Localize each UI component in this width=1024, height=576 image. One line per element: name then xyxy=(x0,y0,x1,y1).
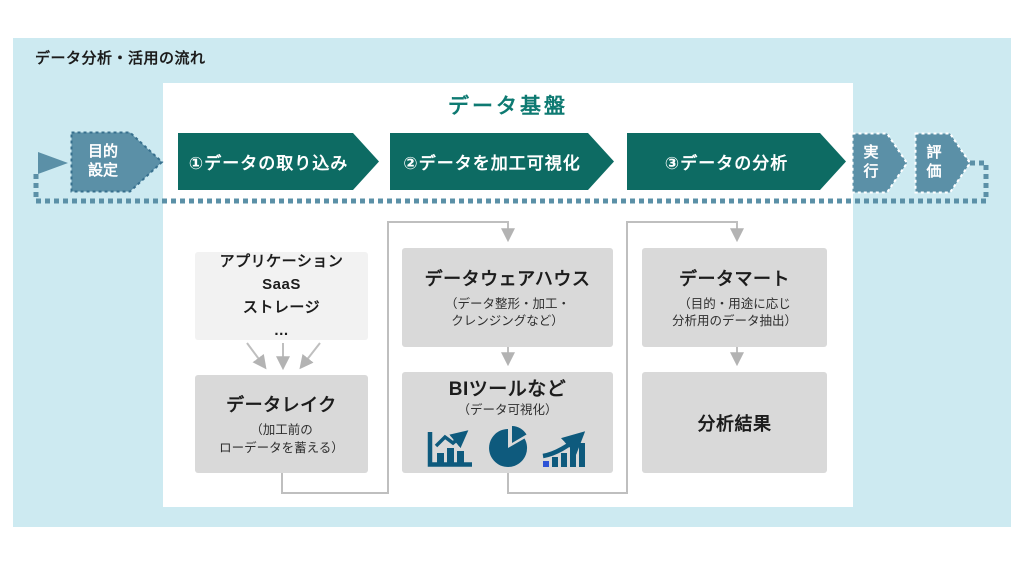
data-sources-box: アプリケーション SaaS ストレージ … xyxy=(195,252,368,340)
goal-setting-chevron: 目的 設定 xyxy=(70,131,165,198)
bi-chart-icons xyxy=(425,425,591,469)
pie-chart-icon xyxy=(488,426,527,468)
bi-tools-box: BIツールなど （データ可視化） xyxy=(402,372,613,473)
page-title: データ分析・活用の流れ xyxy=(35,50,206,67)
data-mart-title: データマート xyxy=(679,268,790,289)
evaluate-chevron-shape xyxy=(914,132,972,194)
evaluate-chevron: 評 価 xyxy=(914,132,972,199)
goal-chevron-shape xyxy=(70,131,164,193)
step-data-ingestion-chevron: ①データの取り込み xyxy=(178,133,379,190)
growth-bars-icon xyxy=(542,431,585,468)
data-warehouse-title: データウェアハウス xyxy=(424,268,591,289)
step-data-analysis-chevron: ③データの分析 xyxy=(627,133,846,190)
execute-chevron: 実 行 xyxy=(851,132,909,199)
platform-title: データ基盤 xyxy=(448,95,568,118)
data-warehouse-box: データウェアハウス （データ整形・加工・ クレンジングなど） xyxy=(402,248,613,347)
data-lake-box: データレイク （加工前の ローデータを蓄える） xyxy=(195,375,368,473)
bi-tools-title: BIツールなど xyxy=(448,378,567,400)
execute-chevron-shape xyxy=(851,132,909,194)
step-data-processing-chevron: ②データを加工可視化 xyxy=(390,133,614,190)
data-mart-box: データマート （目的・用途に応じ 分析用のデータ抽出） xyxy=(642,248,827,347)
data-lake-subtitle: （加工前の ローデータを蓄える） xyxy=(219,423,344,455)
goal-setting-label: 目的 設定 xyxy=(87,143,118,179)
bar-chart-trend-icon xyxy=(427,430,472,467)
bi-tools-subtitle: （データ可視化） xyxy=(457,402,558,417)
data-warehouse-subtitle: （データ整形・加工・ クレンジングなど） xyxy=(444,296,570,329)
execute-label: 実 行 xyxy=(863,144,879,180)
analysis-result-title: 分析結果 xyxy=(697,413,772,434)
analysis-result-box: 分析結果 xyxy=(642,372,827,473)
data-mart-subtitle: （目的・用途に応じ 分析用のデータ抽出） xyxy=(671,296,797,329)
data-lake-title: データレイク xyxy=(226,395,337,415)
data-sources-label: アプリケーション SaaS ストレージ … xyxy=(219,252,344,340)
evaluate-label: 評 価 xyxy=(926,144,942,180)
